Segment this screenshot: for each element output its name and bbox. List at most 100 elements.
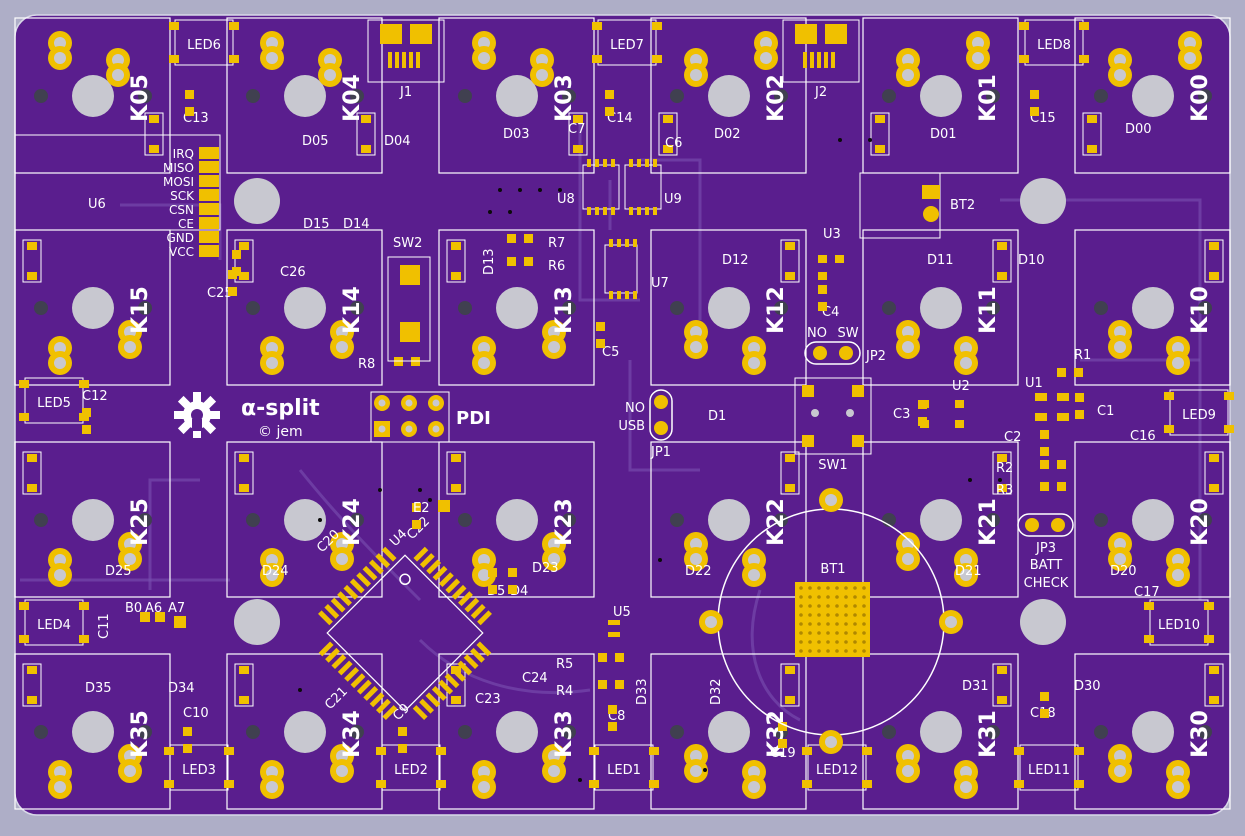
testpoint-label: E2 [413, 501, 430, 516]
pad [508, 568, 517, 577]
pad [164, 747, 174, 755]
pad [1204, 602, 1214, 610]
switch-drill [690, 538, 702, 550]
led-label: LED9 [1182, 408, 1216, 423]
led: LED2 [376, 744, 446, 791]
switch-drill [1114, 69, 1126, 81]
key-center-hole [708, 499, 750, 541]
mount-hole [350, 725, 364, 739]
switch-drill [266, 569, 278, 581]
pad [1040, 482, 1049, 491]
diode-outline [144, 112, 164, 156]
key-switch: K23 [438, 441, 595, 598]
pad [795, 24, 817, 44]
pad [27, 272, 37, 280]
mount-hole [986, 725, 1000, 739]
usb-connector: J2 [782, 19, 860, 100]
pad [663, 145, 673, 153]
pad [445, 578, 461, 594]
switch-drill [54, 342, 66, 354]
via [799, 649, 803, 653]
mount-hole [882, 301, 896, 315]
pad [1209, 666, 1219, 674]
via [868, 138, 872, 142]
pad [920, 400, 929, 408]
pad [596, 339, 605, 348]
key-outline [650, 441, 807, 598]
diode-label: D21 [955, 564, 982, 579]
pad [598, 653, 607, 662]
led-label: LED12 [816, 763, 858, 778]
trace [628, 360, 700, 472]
connector-label: J1 [399, 85, 412, 100]
diode-outline [992, 663, 1012, 707]
mount-hole [670, 301, 684, 315]
capacitor-label: C16 [1130, 429, 1156, 444]
pad [1209, 484, 1219, 492]
pin-label: CSN [169, 203, 194, 217]
switch-drill [54, 52, 66, 64]
pad [592, 22, 602, 30]
pad [27, 696, 37, 704]
via [853, 595, 857, 599]
pad [169, 22, 179, 30]
pad [413, 546, 429, 562]
pad [362, 565, 378, 581]
pad [1079, 22, 1089, 30]
key-label: K25 [128, 498, 153, 546]
pad [419, 553, 435, 568]
pad [835, 255, 844, 263]
pad [633, 239, 637, 247]
diode-outline [234, 663, 254, 707]
pad [507, 257, 516, 266]
pad [356, 679, 372, 695]
switch-drill [690, 553, 702, 565]
via [844, 622, 848, 626]
switch-drill [548, 341, 560, 353]
key-outline [14, 441, 171, 598]
jumper-outline [649, 389, 673, 441]
switch-drill [902, 538, 914, 550]
pad [818, 255, 827, 263]
key-label: K15 [128, 286, 153, 334]
via [817, 613, 821, 617]
pad [412, 520, 421, 529]
battery-label: BT1 [820, 562, 845, 577]
pad [450, 666, 466, 682]
led: LED11 [1014, 744, 1084, 791]
pad [330, 597, 346, 613]
switch-drill [266, 37, 278, 49]
diode-outline [1204, 451, 1224, 495]
key-label: K20 [1188, 498, 1213, 546]
led-label: LED2 [394, 763, 428, 778]
pad [444, 673, 460, 689]
pad [802, 385, 814, 397]
pad [608, 632, 620, 637]
switch-drill [902, 553, 914, 565]
diode-outline [446, 239, 466, 283]
capacitor-label: C17 [1134, 585, 1160, 600]
key-label: K02 [764, 74, 789, 122]
key-center-hole [708, 287, 750, 329]
pad [997, 484, 1007, 492]
pad [595, 159, 599, 167]
battery-drill [705, 616, 717, 628]
pad [922, 185, 940, 199]
pad [388, 52, 392, 68]
mount-hole [34, 89, 48, 103]
jumper-outline [1017, 513, 1074, 537]
key-switch: K14 [226, 229, 383, 386]
jumper-pad [1025, 518, 1039, 532]
jumper-pad [654, 395, 668, 409]
pad [595, 207, 599, 215]
switch-drill [902, 341, 914, 353]
led: LED4 [19, 599, 89, 646]
via [835, 649, 839, 653]
mount-hole [138, 725, 152, 739]
mount-hole [986, 301, 1000, 315]
key-center-hole [920, 711, 962, 753]
switch-drill [548, 765, 560, 777]
switch-drill [748, 766, 760, 778]
key-switch: K10 [1074, 229, 1231, 386]
